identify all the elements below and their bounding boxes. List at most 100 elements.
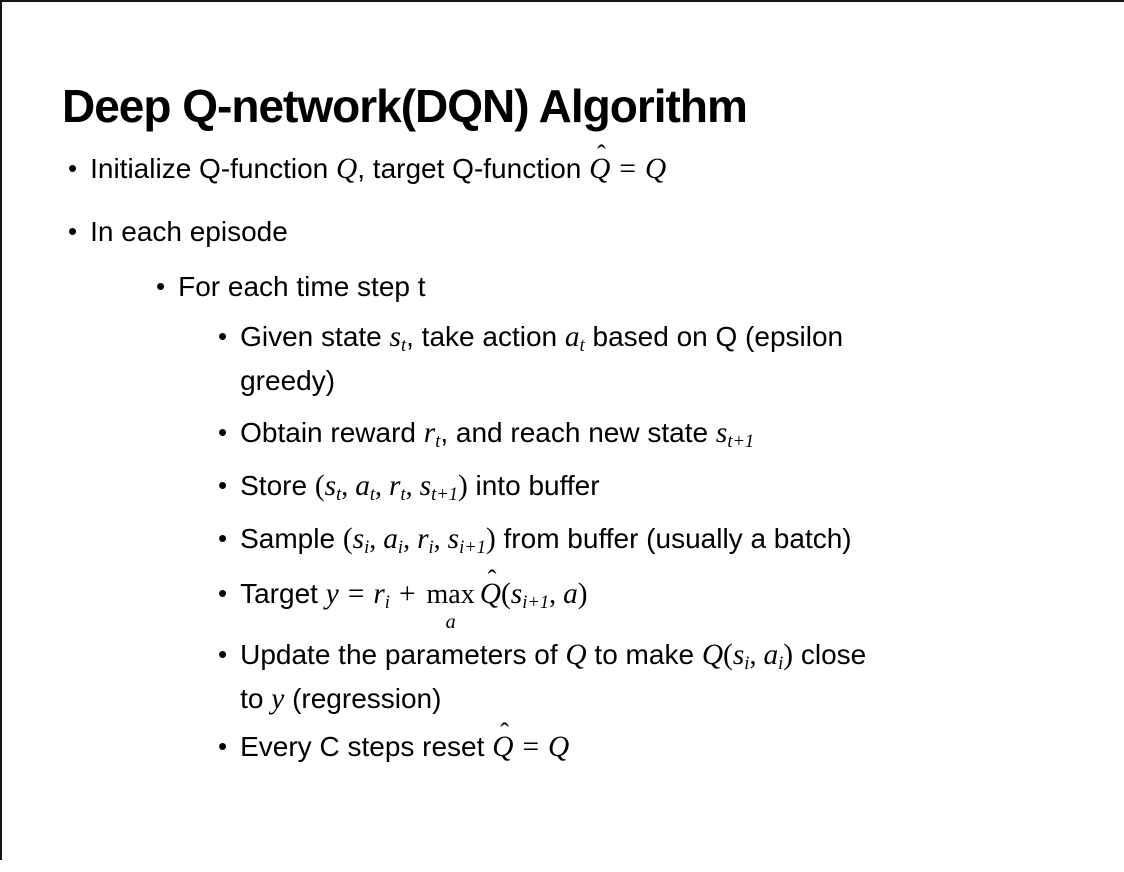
math-var-r: r (373, 578, 385, 610)
text-line: For each time step t (178, 271, 426, 302)
bullet-text: Store (st, at, rt, st+1) into buffer (240, 464, 599, 508)
bullet-dot-icon: • (68, 216, 78, 246)
bullet-text: Update the parameters of Q to make Q(si,… (240, 633, 866, 721)
subscript: t (369, 484, 376, 505)
text-run: (regression) (284, 683, 442, 715)
math-var-s: s (324, 470, 337, 502)
text-line: Store (st, at, rt, st+1) into buffer (240, 464, 599, 508)
slide-left-border (0, 0, 2, 860)
text-run: to make (586, 639, 702, 671)
bullet-store-buffer: • Store (st, at, rt, st+1) into buffer (0, 464, 1124, 508)
subscript: t+1 (727, 431, 755, 452)
text-run: Every C steps reset (240, 731, 493, 763)
subscript: i (744, 653, 750, 674)
slide-top-border (0, 0, 1124, 2)
close-paren: ) (457, 470, 468, 502)
bullet-text: Obtain reward rt, and reach new state st… (240, 411, 754, 455)
bullet-obtain-reward: • Obtain reward rt, and reach new state … (0, 411, 1124, 455)
text-run: , take action (406, 321, 565, 352)
plus-sign: + (398, 578, 416, 610)
text-run: close (793, 639, 867, 671)
comma: , (369, 524, 384, 555)
close-paren: ) (485, 523, 496, 555)
bullet-dot-icon: • (156, 271, 166, 301)
math-var-Q: Q (492, 731, 514, 764)
text-line: greedy) (240, 365, 336, 396)
math-var-s: s (715, 417, 728, 449)
subscript: i (778, 653, 784, 674)
bullet-update-parameters: • Update the parameters of Q to make Q(s… (0, 633, 1124, 721)
bullet-timestep: • For each time step t (0, 265, 1124, 308)
text-run: based on Q (epsilon (584, 321, 844, 352)
math-var-r: r (417, 523, 429, 555)
bullet-text: Initialize Q-function Q, target Q-functi… (90, 139, 667, 191)
close-paren: ) (783, 639, 794, 672)
subscript: t (435, 431, 441, 452)
bullet-dot-icon: • (218, 417, 228, 447)
bullet-dot-icon: • (68, 153, 78, 183)
hat-accent: ˆ (487, 564, 497, 595)
text-run: from buffer (usually a batch) (495, 523, 852, 554)
comma: , (403, 524, 418, 555)
text-line: In each episode (90, 216, 288, 247)
subscript: t (400, 335, 407, 356)
bullet-dot-icon: • (218, 321, 228, 351)
math-var-y: y (271, 683, 285, 716)
text-run: to (240, 683, 272, 715)
math-var-y: y (325, 578, 339, 610)
comma: , (341, 471, 356, 502)
text-run: Update the parameters of (240, 639, 566, 671)
math-var-s: s (510, 578, 523, 610)
close-paren: ) (577, 578, 588, 610)
equals-sign: = (522, 731, 540, 764)
math-var-Q: Q (589, 153, 611, 185)
math-var-a: a (355, 470, 370, 502)
bullet-initialize: • Initialize Q-function Q, target Q-func… (0, 139, 1124, 191)
math-var-s: s (389, 321, 401, 353)
text-run: into buffer (467, 470, 600, 501)
math-var-Q: Q (548, 731, 570, 764)
subscript: t (400, 484, 406, 505)
math-var-a: a (383, 523, 398, 555)
math-var-Q: Q (565, 639, 587, 672)
slide-title: Deep Q-network(DQN) Algorithm (62, 79, 748, 132)
equals-sign: = (619, 153, 636, 185)
bullet-given-state: • Given state st, take action at based o… (0, 315, 1124, 402)
bullet-dot-icon: • (218, 639, 228, 670)
text-run: Store (240, 470, 315, 501)
bullet-text: Given state st, take action at based on … (240, 315, 843, 402)
bullet-text: Sample (si, ai, ri, si+1) from buffer (u… (240, 517, 852, 561)
comma: , (375, 471, 390, 502)
text-run: Initialize Q-function (90, 153, 336, 184)
math-var-Q: Q (644, 153, 667, 185)
open-paren: ( (342, 523, 353, 555)
text-line: to y (regression) (240, 677, 866, 721)
hat-accent: ˆ (500, 717, 509, 748)
math-var-Q: Q (479, 578, 501, 610)
bullet-dot-icon: • (218, 731, 228, 762)
math-var-a: a (563, 578, 578, 610)
subscript: i (428, 537, 434, 558)
math-var-a: a (763, 639, 779, 672)
bullet-dot-icon: • (218, 470, 228, 500)
text-line: Sample (si, ai, ri, si+1) from buffer (u… (240, 517, 852, 561)
text-run: Sample (240, 523, 343, 554)
hat-accent: ˆ (597, 139, 606, 170)
comma: , (433, 524, 448, 555)
math-var-r: r (389, 470, 401, 502)
subscript: i+1 (522, 592, 550, 613)
subscript: i (397, 537, 404, 558)
text-line: Initialize Q-function Q, target Q-functi… (90, 139, 667, 191)
math-var-s: s (352, 523, 365, 555)
math-var-s: s (419, 470, 432, 502)
equals-sign: = (347, 578, 365, 610)
text-run: Target (240, 578, 326, 609)
text-run: , and reach new state (440, 417, 716, 448)
math-var-s: s (732, 639, 745, 672)
max-subscript: a (445, 611, 456, 633)
